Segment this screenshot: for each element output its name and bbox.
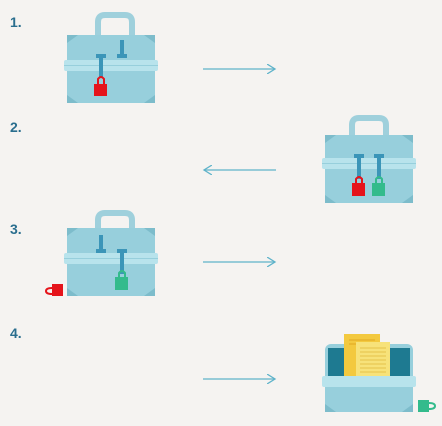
step-label-4: 4. bbox=[10, 325, 22, 341]
documents-icon bbox=[344, 334, 390, 382]
zipper-pull bbox=[96, 235, 106, 253]
open-padlock-red-icon bbox=[44, 284, 63, 296]
zipper-pull bbox=[117, 249, 127, 274]
zipper-pull bbox=[374, 154, 384, 179]
zipper-pull bbox=[96, 54, 106, 77]
step-1-lockbox bbox=[64, 12, 158, 103]
open-padlock-green-icon bbox=[418, 400, 437, 412]
step-label-2: 2. bbox=[10, 119, 22, 135]
step-2-lockbox bbox=[322, 115, 416, 203]
step-4-open-box bbox=[322, 334, 416, 412]
padlock-green-icon bbox=[372, 176, 385, 196]
padlock-green-icon bbox=[115, 270, 128, 290]
padlock-red-icon bbox=[94, 76, 107, 96]
step-3-lockbox bbox=[64, 210, 158, 296]
zipper-pull bbox=[117, 40, 127, 58]
step-label-1: 1. bbox=[10, 14, 22, 30]
step-label-3: 3. bbox=[10, 221, 22, 237]
zipper-pull bbox=[354, 154, 364, 179]
padlock-red-icon bbox=[352, 176, 365, 196]
